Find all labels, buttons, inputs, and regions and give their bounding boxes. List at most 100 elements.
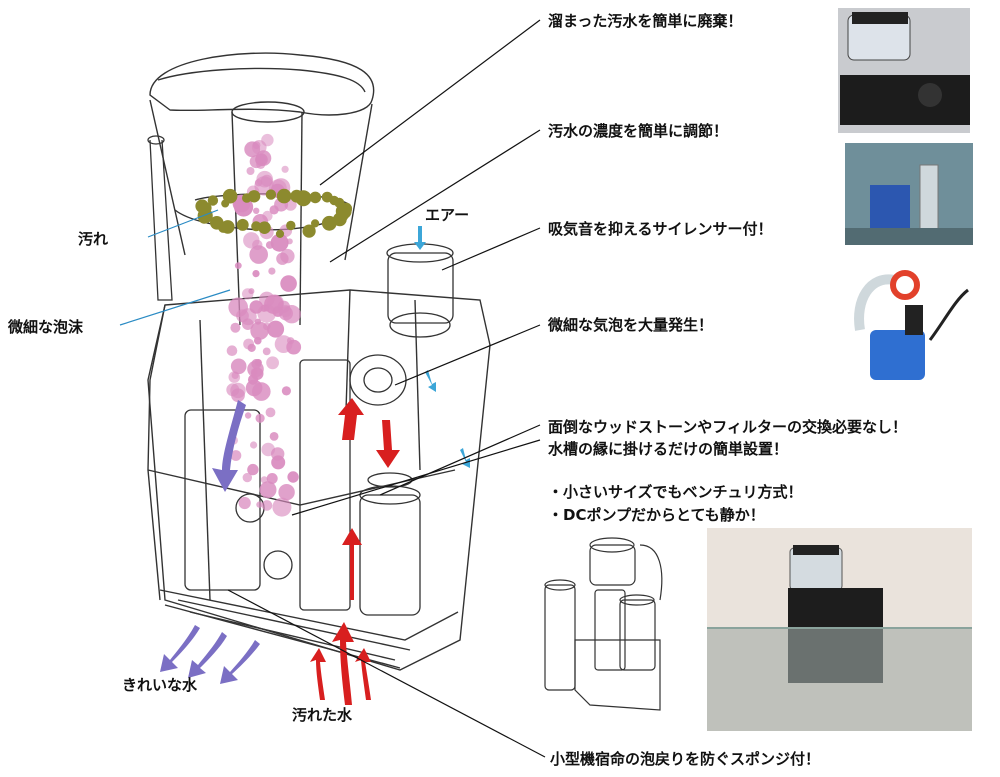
- foam-bubble: [266, 473, 278, 484]
- clean-out-arrow-3: [220, 640, 260, 684]
- callout-concentration: 汚水の濃度を簡単に調節！: [548, 122, 729, 140]
- callout-no-replacement: 面倒なウッドストーンやフィルターの交換必要なし！: [548, 418, 907, 436]
- photo-installed: [707, 528, 972, 731]
- callout-silencer: 吸気音を抑えるサイレンサー付！: [548, 220, 773, 238]
- foam-bubble: [238, 496, 251, 510]
- foam-bubble: [262, 210, 273, 222]
- foam-bubble: [261, 500, 273, 511]
- foam-bubble: [276, 252, 289, 265]
- foam-bubble: [243, 338, 255, 350]
- foam-bubble: [230, 450, 242, 461]
- dirt-particle: [302, 224, 316, 238]
- foam-bubble: [244, 412, 252, 419]
- pump-sketch: [544, 537, 663, 711]
- dirt-particle: [276, 188, 292, 204]
- photo-pump: [845, 258, 970, 400]
- air-arrow-top: [414, 226, 426, 250]
- foam-bubble: [252, 141, 261, 150]
- callout-disposal: 溜まった汚水を簡単に廃棄！: [548, 12, 743, 30]
- dirt-particle: [321, 215, 337, 231]
- foam-bubble: [230, 382, 246, 399]
- foam-bubble: [287, 471, 299, 483]
- foam-bubble: [242, 472, 252, 483]
- inflow-arrow-internal: [342, 528, 362, 600]
- foam-bubble: [248, 288, 255, 295]
- dirt-particle: [341, 203, 351, 212]
- dirt-particle: [210, 216, 224, 230]
- label-clean-water: きれいな水: [122, 676, 198, 694]
- dirty-in-arrow-2: [332, 622, 354, 705]
- foam-bubble: [249, 245, 268, 264]
- callout-bubbles: 微細な気泡を大量発生！: [548, 316, 714, 334]
- skimmer-body: [147, 289, 491, 671]
- down-arrow-clean: [212, 400, 246, 492]
- foam-bubble: [261, 442, 276, 457]
- foam-bubble: [270, 233, 289, 252]
- foam-bubble: [272, 497, 292, 517]
- dirt-particle: [295, 190, 312, 207]
- air-arrow-mid: [425, 370, 436, 392]
- foam-bubble: [265, 241, 274, 249]
- foam-bubbles: [226, 133, 302, 517]
- foam-bubble: [250, 441, 258, 449]
- foam-bubble: [253, 207, 260, 214]
- air-silencer: [386, 243, 454, 338]
- foam-bubble: [278, 484, 295, 501]
- foam-bubble: [269, 432, 279, 441]
- label-air: エアー: [425, 206, 470, 224]
- foam-bubble: [281, 165, 289, 173]
- foam-bubble: [266, 356, 279, 370]
- foam-bubble: [226, 345, 238, 357]
- foam-bubble: [287, 337, 295, 345]
- pump-chamber: [184, 354, 421, 616]
- foam-bubble: [254, 359, 262, 367]
- overflow-pipe: [147, 135, 173, 301]
- foam-bubble: [230, 322, 241, 333]
- foam-bubble: [246, 167, 255, 175]
- foam-bubble: [267, 294, 284, 312]
- dirt-particle: [200, 202, 212, 214]
- dirt-particle: [275, 229, 285, 238]
- foam-bubble: [239, 308, 257, 326]
- foam-bubble: [249, 155, 263, 169]
- foam-bubble: [256, 501, 263, 508]
- dirt-particle: [222, 188, 238, 204]
- dirt-particle: [236, 218, 249, 231]
- callout-sponge: 小型機宿命の泡戻りを防ぐスポンジ付！: [550, 750, 821, 768]
- dirty-in-arrow-3: [355, 648, 371, 700]
- dirt-particle: [286, 220, 296, 231]
- dirt-particle: [251, 221, 262, 232]
- clean-out-arrow-2: [188, 632, 227, 678]
- photo-skimmer-inside: [845, 143, 973, 245]
- foam-bubble: [271, 455, 286, 470]
- foam-bubble: [245, 379, 263, 397]
- dirty-in-arrow-1: [310, 648, 326, 700]
- dirt-particle: [265, 189, 277, 200]
- water-flow-arrows: [160, 226, 470, 705]
- foam-bubble: [280, 275, 297, 292]
- dirt-particle: [207, 195, 219, 206]
- foam-bubble: [265, 407, 276, 418]
- callout-quiet-pump: ・DCポンプだからとても静か！: [548, 506, 765, 524]
- foam-bubble: [251, 367, 264, 380]
- foam-bubble: [268, 267, 276, 275]
- foam-bubble: [281, 386, 291, 396]
- photo-skimmer-top: [838, 8, 970, 133]
- up-arrow-pump: [338, 398, 364, 440]
- foam-bubble: [263, 305, 270, 312]
- foam-bubble: [230, 358, 247, 375]
- foam-bubble: [259, 481, 277, 499]
- foam-bubble: [255, 413, 265, 423]
- dirt-particle: [309, 191, 322, 204]
- foam-bubble: [250, 321, 269, 340]
- foam-bubble: [247, 463, 259, 476]
- dirt-particle: [247, 190, 261, 203]
- label-dirt: 汚れ: [78, 230, 109, 248]
- foam-bubble: [262, 347, 271, 356]
- down-arrow-pump: [376, 420, 400, 468]
- callout-venturi: ・小さいサイズでもベンチュリ方式！: [548, 483, 803, 501]
- dirt-particle: [258, 221, 271, 234]
- label-foam: 微細な泡沫: [8, 318, 84, 336]
